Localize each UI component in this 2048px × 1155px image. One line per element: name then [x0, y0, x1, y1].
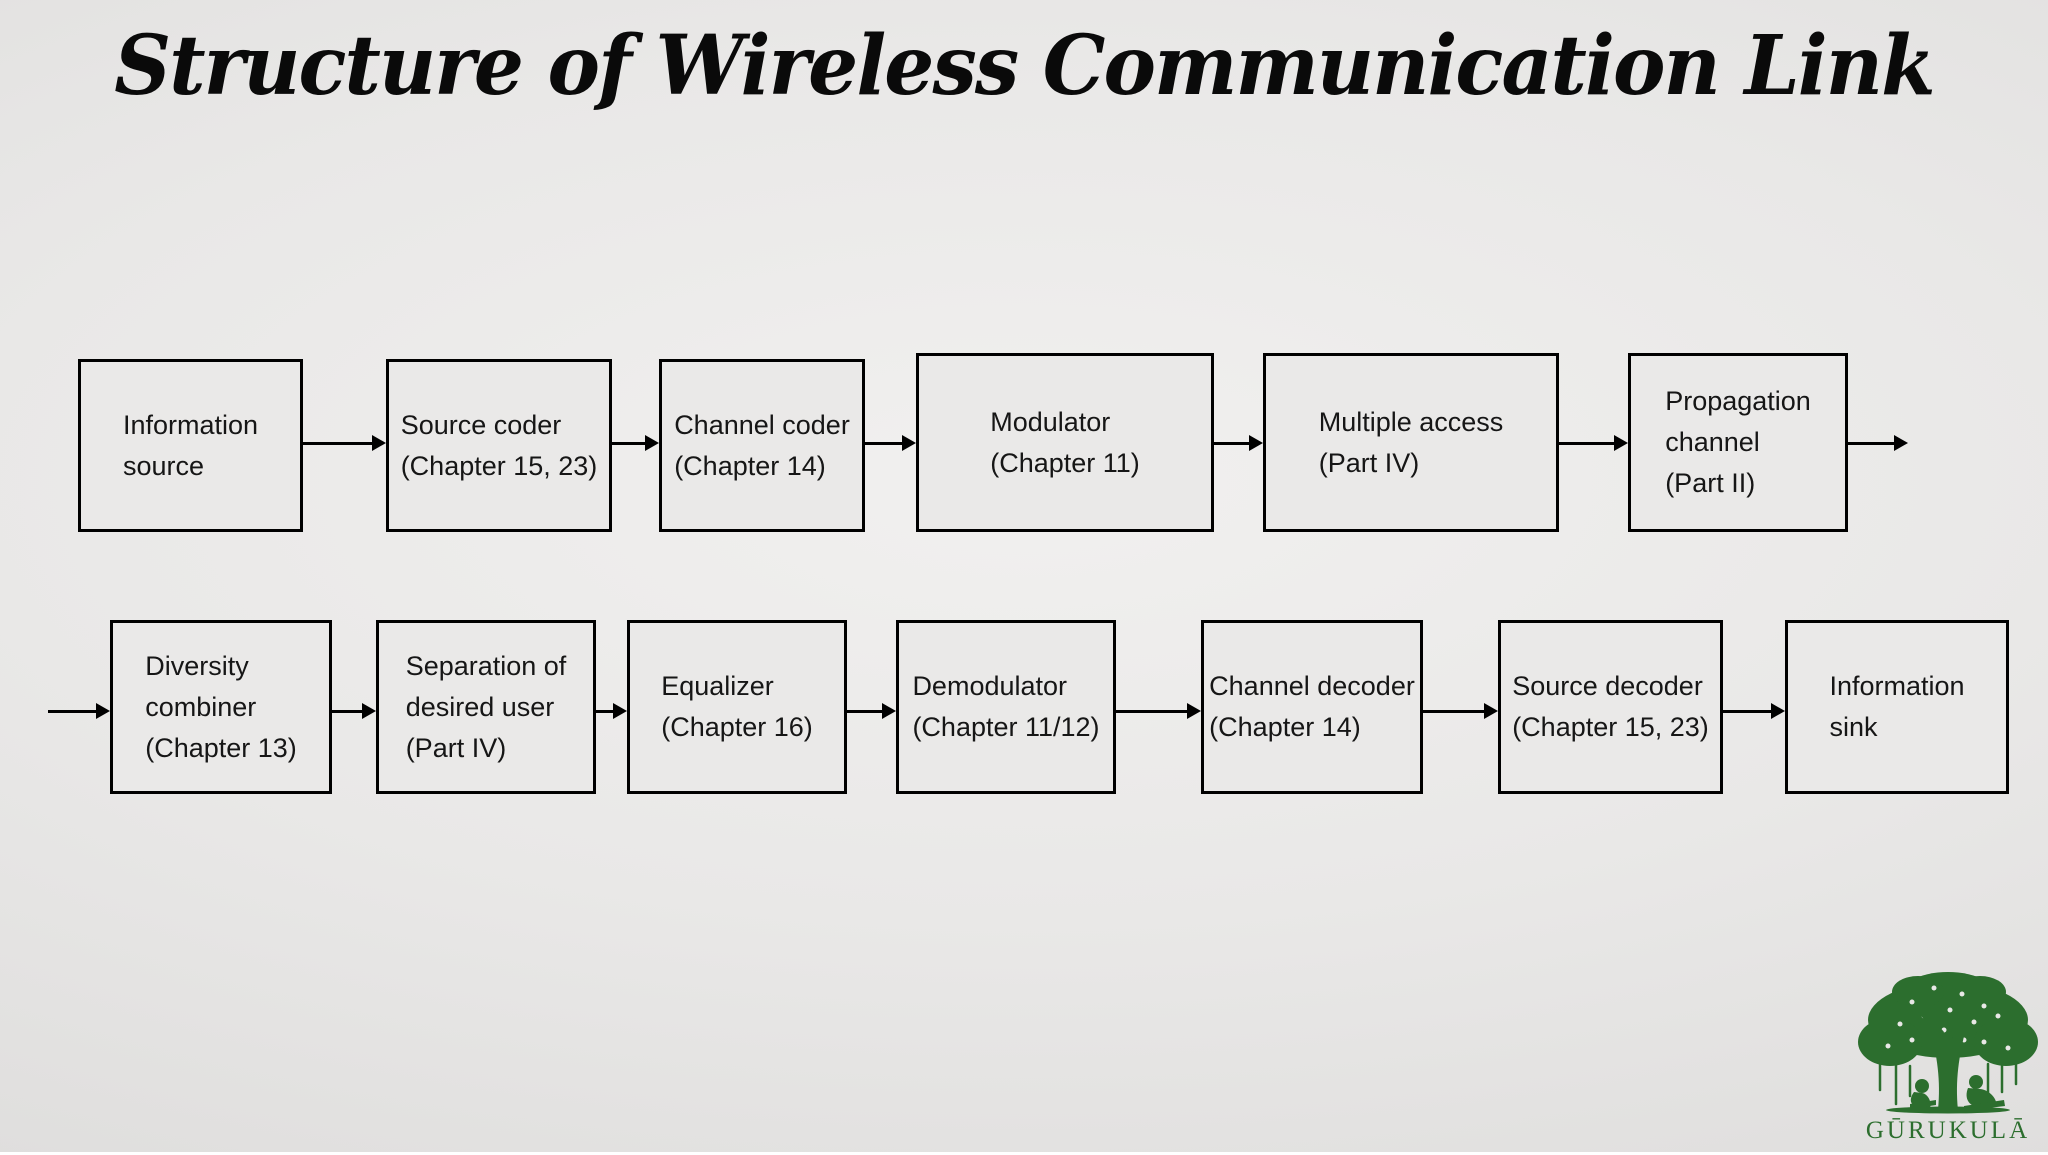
flow-arrow [1723, 703, 1785, 719]
gurukula-wordmark: GŪRUKULĀ [1866, 1117, 2030, 1144]
flow-arrow [1559, 435, 1628, 451]
block-modulator: Modulator (Chapter 11) [916, 353, 1214, 532]
block-line: Modulator [990, 406, 1111, 437]
block-line: source [122, 450, 204, 481]
flow-arrow [612, 435, 659, 451]
block-line: (Chapter 13) [145, 732, 297, 763]
block-line: Multiple access [1318, 406, 1504, 437]
block-line: Equalizer [661, 671, 774, 701]
block-line: Diversity [145, 650, 249, 681]
block-information-source: Information source [78, 359, 303, 532]
block-equalizer: Equalizer (Chapter 16) [627, 620, 847, 794]
block-line: Information [122, 409, 259, 440]
block-line: Source decoder [1512, 671, 1703, 701]
block-line: (Chapter 15, 23) [1512, 712, 1709, 742]
page-title: Structure of Wireless Communication Link [114, 18, 1935, 114]
flow-arrow [847, 703, 896, 719]
block-channel-coder: Channel coder (Chapter 14) [659, 359, 865, 532]
block-multiple-access: Multiple access (Part IV) [1263, 353, 1559, 532]
block-line: (Chapter 16) [661, 712, 813, 742]
block-line: (Chapter 11/12) [912, 712, 1100, 742]
block-line: Channel decoder [1209, 671, 1415, 701]
flow-arrow [1423, 703, 1498, 719]
block-source-coder: Source coder (Chapter 15, 23) [386, 359, 612, 532]
block-source-decoder: Source decoder (Chapter 15, 23) [1498, 620, 1723, 794]
block-line: combiner [145, 691, 257, 722]
block-demodulator: Demodulator (Chapter 11/12) [896, 620, 1116, 794]
block-information-sink: Information sink [1785, 620, 2009, 794]
block-diversity-combiner: Diversity combiner (Chapter 13) [110, 620, 332, 794]
flow-arrow [1214, 435, 1263, 451]
block-line: (Chapter 15, 23) [400, 450, 598, 481]
block-line: (Part IV) [405, 732, 507, 763]
block-line: (Part IV) [1318, 447, 1420, 478]
block-line: channel [1665, 427, 1760, 457]
block-line: (Chapter 11) [990, 447, 1140, 478]
flow-arrow [865, 435, 916, 451]
flow-arrow [303, 435, 386, 451]
gurukula-logo: GŪRUKULĀ [1852, 958, 2044, 1150]
flow-arrow [48, 703, 110, 719]
block-line: Demodulator [912, 671, 1068, 701]
block-line: Source coder [400, 409, 562, 440]
block-line: Channel coder [674, 409, 850, 440]
flow-arrow [1848, 435, 1908, 451]
banyan-tree-icon: GŪRUKULĀ [1858, 972, 2038, 1144]
block-line: (Chapter 14) [674, 450, 826, 481]
flow-arrow [596, 703, 627, 719]
block-line: (Part II) [1665, 468, 1756, 498]
block-channel-decoder: Channel decoder (Chapter 14) [1201, 620, 1423, 794]
block-line: sink [1829, 712, 1878, 742]
block-line: Propagation [1665, 386, 1811, 416]
block-propagation-channel: Propagation channel (Part II) [1628, 353, 1848, 532]
block-line: Information [1829, 671, 1965, 701]
block-separation-of-desired-user: Separation of desired user (Part IV) [376, 620, 596, 794]
block-line: Separation of [405, 650, 567, 681]
flow-arrow [1116, 703, 1201, 719]
block-line: desired user [405, 691, 555, 722]
block-line: (Chapter 14) [1209, 712, 1361, 742]
flow-arrow [332, 703, 376, 719]
